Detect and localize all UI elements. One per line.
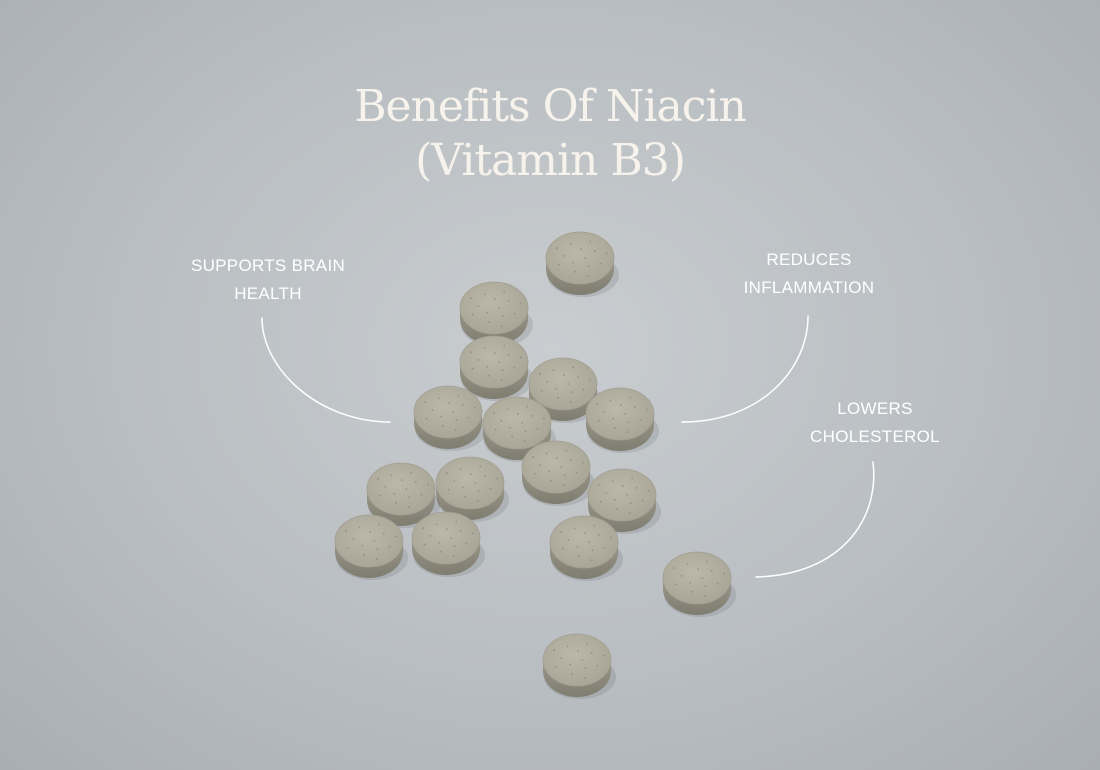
tablet <box>545 231 619 297</box>
benefit-label-line: SUPPORTS BRAIN <box>190 256 346 275</box>
tablet <box>366 462 440 528</box>
benefit-label-line: LOWERS <box>837 399 913 418</box>
connector-line-brain <box>261 317 391 423</box>
page-title: Benefits Of Niacin (Vitamin B3) <box>0 80 1100 188</box>
tablet <box>459 281 533 347</box>
title-line-1: Benefits Of Niacin <box>354 81 747 132</box>
tablet <box>549 515 623 581</box>
connector-line-cholesterol <box>755 461 875 578</box>
connector-line-inflammation <box>681 315 809 423</box>
tablet <box>542 633 616 699</box>
tablet <box>435 456 509 522</box>
tablet <box>662 551 736 617</box>
benefit-cholesterol: LOWERS CHOLESTEROL <box>790 395 960 451</box>
tablet <box>459 335 533 401</box>
benefit-inflammation: REDUCES INFLAMMATION <box>720 246 898 302</box>
benefit-label-line: HEALTH <box>234 284 302 303</box>
tablet <box>411 511 485 577</box>
tablet <box>413 385 487 451</box>
tablet <box>334 514 408 580</box>
benefit-label-line: CHOLESTEROL <box>810 427 940 446</box>
title-line-2: (Vitamin B3) <box>415 135 686 186</box>
benefit-label-line: REDUCES <box>766 250 852 269</box>
tablet <box>585 387 659 453</box>
benefit-brain-health: SUPPORTS BRAIN HEALTH <box>168 252 368 308</box>
tablet <box>521 440 595 506</box>
benefit-label-line: INFLAMMATION <box>743 278 875 297</box>
